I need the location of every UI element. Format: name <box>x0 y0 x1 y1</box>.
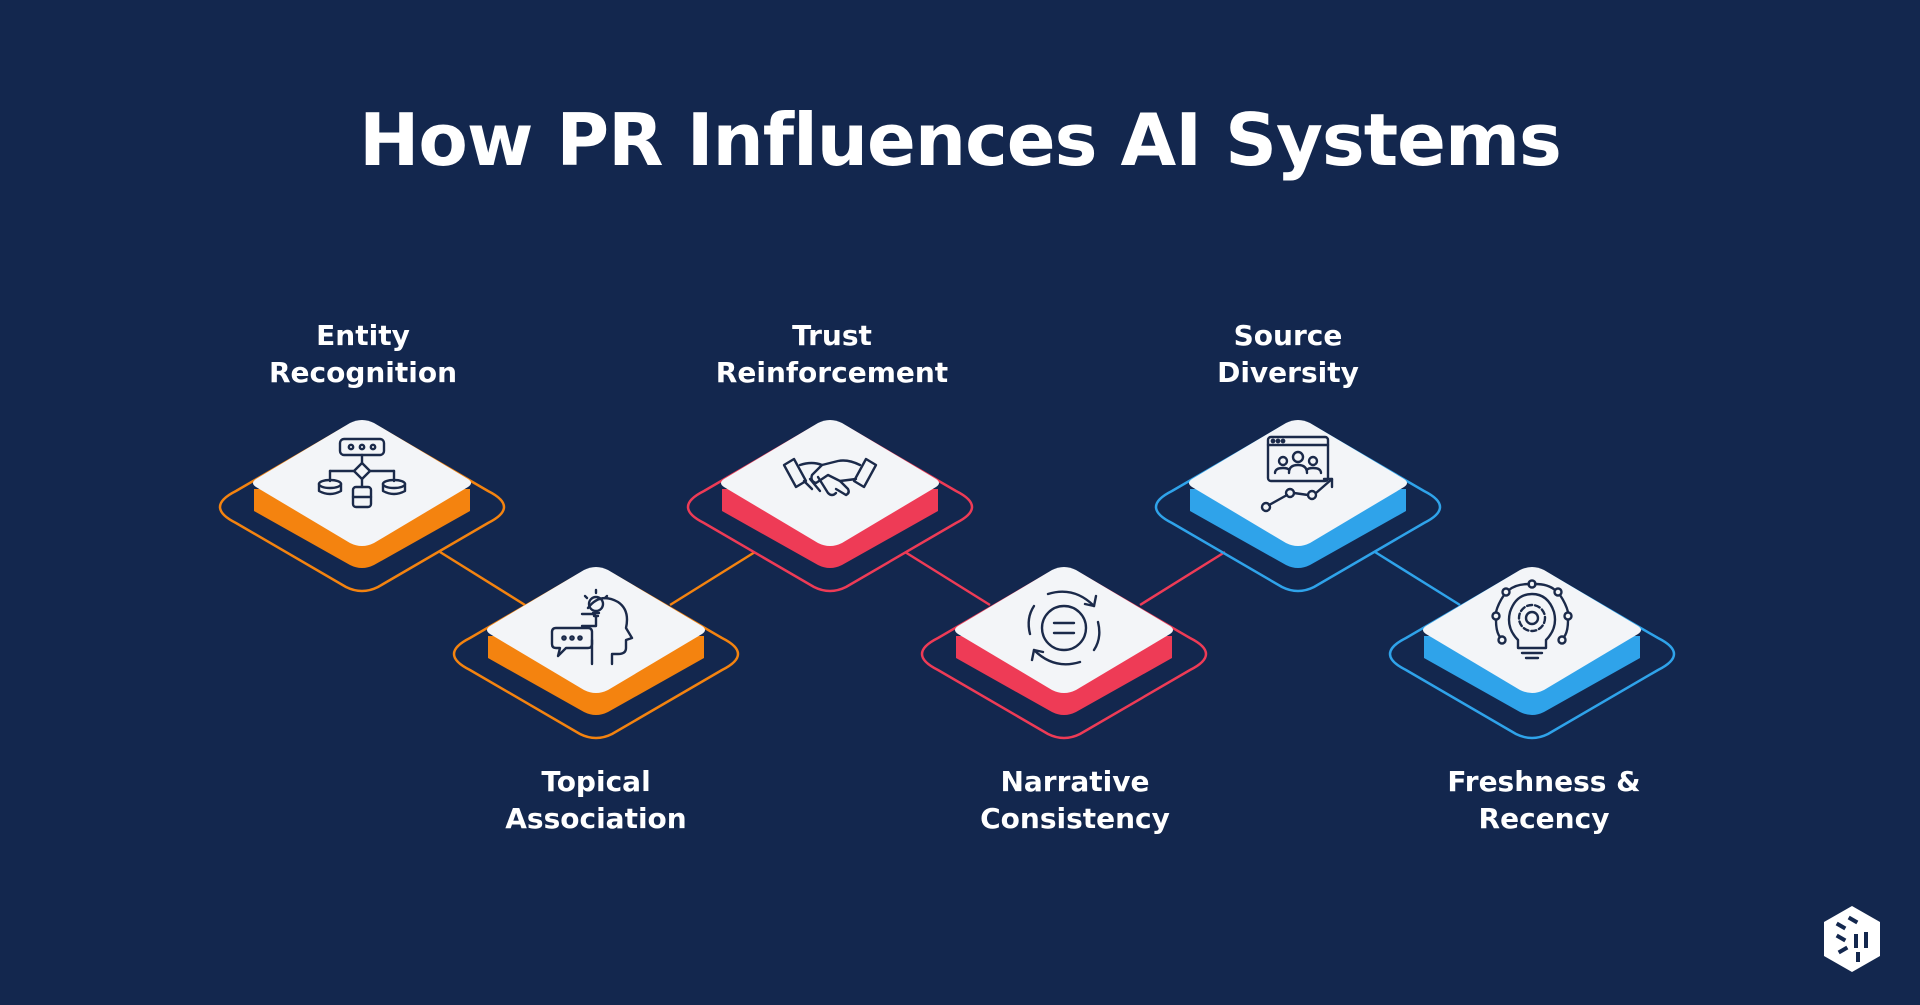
cycle-arrows-icon <box>1027 590 1101 666</box>
head-idea-chat-icon <box>550 588 634 666</box>
connector-1-2 <box>439 550 526 607</box>
brand-cube-logo <box>1824 906 1880 972</box>
label-freshness-recency: Freshness &Recency <box>1447 765 1641 835</box>
connector-3-4 <box>904 550 991 607</box>
step-tile-source-diversity <box>1154 420 1442 593</box>
audience-growth-icon <box>1260 435 1334 513</box>
page-title: How PR Influences AI Systems <box>359 98 1562 182</box>
connector-5-6 <box>1374 550 1461 607</box>
connector-2-3 <box>669 550 756 607</box>
flowchart-icon <box>317 437 407 509</box>
step-tile-freshness-recency <box>1388 567 1676 740</box>
step-tile-narrative-consistency <box>920 567 1208 740</box>
gear-bulb-icon <box>1491 579 1573 660</box>
step-tile-topical-association <box>452 567 740 740</box>
handshake-icon <box>782 457 878 497</box>
step-tile-trust-reinforcement <box>686 420 974 593</box>
connector-4-5 <box>1139 550 1226 607</box>
step-tile-entity-recognition <box>218 420 506 593</box>
